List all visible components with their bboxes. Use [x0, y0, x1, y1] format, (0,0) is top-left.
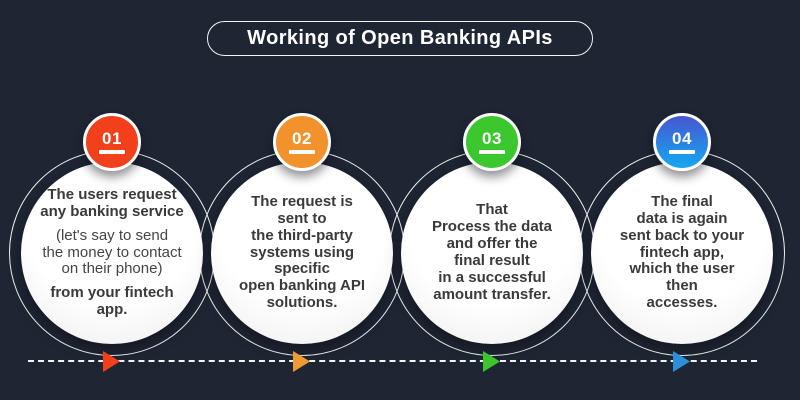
step-1-number: 01	[102, 129, 122, 149]
step-3-number: 03	[482, 129, 502, 149]
step-2-badge: 02	[273, 113, 331, 171]
step-1-text-end: from your fintech app.	[50, 284, 174, 319]
badge-underline	[479, 150, 505, 154]
step-3-text-main: That Process the data and offer the fina…	[431, 201, 553, 303]
badge-underline	[669, 150, 695, 154]
step-1-badge: 01	[83, 113, 141, 171]
step-1-text-note: (let's say to send the money to contact …	[42, 226, 182, 278]
step-2: The request is sent to the third-party s…	[199, 113, 405, 356]
badge-underline	[289, 150, 315, 154]
step-3-badge: 03	[463, 113, 521, 171]
step-4-number: 04	[672, 129, 692, 149]
step-4-text-main: The final data is again sent back to you…	[619, 192, 745, 312]
timeline-dashed-line	[28, 360, 757, 362]
page-title: Working of Open Banking APIs	[247, 27, 553, 49]
step-2-number: 02	[292, 129, 312, 149]
step-4-badge: 04	[653, 113, 711, 171]
step-1-circle: The users request any banking service (l…	[21, 162, 203, 344]
step-1-text-main: The users request any banking service	[40, 185, 184, 220]
step-1: The users request any banking service (l…	[9, 113, 215, 356]
step-2-circle: The request is sent to the third-party s…	[211, 162, 393, 344]
title-banner: Working of Open Banking APIs	[207, 21, 593, 56]
step-3: That Process the data and offer the fina…	[389, 113, 595, 356]
badge-underline	[99, 150, 125, 154]
step-4: The final data is again sent back to you…	[579, 113, 785, 356]
step-2-text-main: The request is sent to the third-party s…	[238, 192, 366, 312]
step-3-circle: That Process the data and offer the fina…	[401, 162, 583, 344]
step-4-circle: The final data is again sent back to you…	[591, 162, 773, 344]
